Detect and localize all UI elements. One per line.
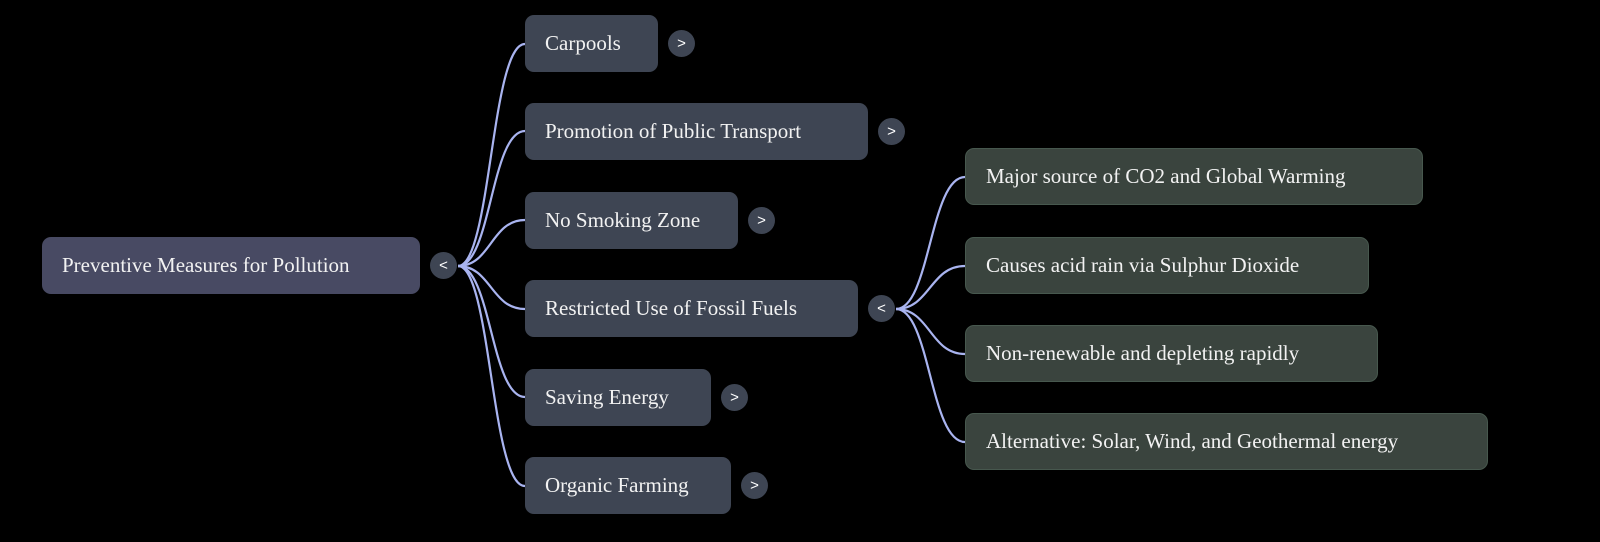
node-no-smoking-zone[interactable]: No Smoking Zone [525, 192, 738, 249]
leaf-row: Causes acid rain via Sulphur Dioxide [965, 237, 1369, 294]
node-preventive-measures[interactable]: Preventive Measures for Pollution [42, 237, 420, 294]
child-row: Restricted Use of Fossil Fuels < [525, 280, 895, 337]
child-row: Carpools > [525, 15, 695, 72]
node-organic-farming[interactable]: Organic Farming [525, 457, 731, 514]
node-label: Non-renewable and depleting rapidly [986, 341, 1300, 365]
node-label: Causes acid rain via Sulphur Dioxide [986, 253, 1300, 277]
link-fossil-nonrenewable [895, 307, 966, 356]
leaf-row: Alternative: Solar, Wind, and Geothermal… [965, 413, 1488, 470]
expand-toggle-carpools[interactable]: > [668, 30, 695, 57]
expand-toggle-saving-energy[interactable]: > [721, 384, 748, 411]
node-label: Organic Farming [545, 473, 689, 497]
node-alternative-energy[interactable]: Alternative: Solar, Wind, and Geothermal… [965, 413, 1488, 470]
child-row: Organic Farming > [525, 457, 768, 514]
link-root-fossil [457, 264, 526, 311]
link-fossil-alternative [895, 307, 966, 444]
expand-toggle-no-smoking-zone[interactable]: > [748, 207, 775, 234]
expand-toggle-organic-farming[interactable]: > [741, 472, 768, 499]
child-row: Promotion of Public Transport > [525, 103, 905, 160]
node-fossil-fuels[interactable]: Restricted Use of Fossil Fuels [525, 280, 858, 337]
node-label: Preventive Measures for Pollution [62, 253, 350, 277]
node-non-renewable[interactable]: Non-renewable and depleting rapidly [965, 325, 1378, 382]
node-label: Promotion of Public Transport [545, 119, 802, 143]
collapse-toggle-root[interactable]: < [430, 252, 457, 279]
link-fossil-acidrain [895, 264, 966, 311]
collapse-toggle-fossil-fuels[interactable]: < [868, 295, 895, 322]
node-label: Saving Energy [545, 385, 669, 409]
node-acid-rain[interactable]: Causes acid rain via Sulphur Dioxide [965, 237, 1369, 294]
link-root-promotion [457, 129, 526, 268]
link-fossil-co2 [895, 175, 966, 311]
expand-toggle-public-transport[interactable]: > [878, 118, 905, 145]
node-co2-global-warming[interactable]: Major source of CO2 and Global Warming [965, 148, 1423, 205]
node-saving-energy[interactable]: Saving Energy [525, 369, 711, 426]
leaf-row: Major source of CO2 and Global Warming [965, 148, 1423, 205]
link-root-nosmoking [457, 218, 526, 268]
node-label: Alternative: Solar, Wind, and Geothermal… [986, 429, 1399, 453]
child-row: Saving Energy > [525, 369, 748, 426]
link-root-saving [457, 264, 526, 399]
node-label: No Smoking Zone [545, 208, 701, 232]
child-row: No Smoking Zone > [525, 192, 775, 249]
link-root-organic [457, 264, 526, 488]
node-carpools[interactable]: Carpools [525, 15, 658, 72]
root-row: Preventive Measures for Pollution < [42, 237, 457, 294]
node-label: Restricted Use of Fossil Fuels [545, 296, 797, 320]
node-label: Carpools [545, 31, 621, 55]
node-label: Major source of CO2 and Global Warming [986, 164, 1346, 188]
leaf-row: Non-renewable and depleting rapidly [965, 325, 1378, 382]
link-root-carpools [457, 42, 526, 268]
node-public-transport[interactable]: Promotion of Public Transport [525, 103, 868, 160]
